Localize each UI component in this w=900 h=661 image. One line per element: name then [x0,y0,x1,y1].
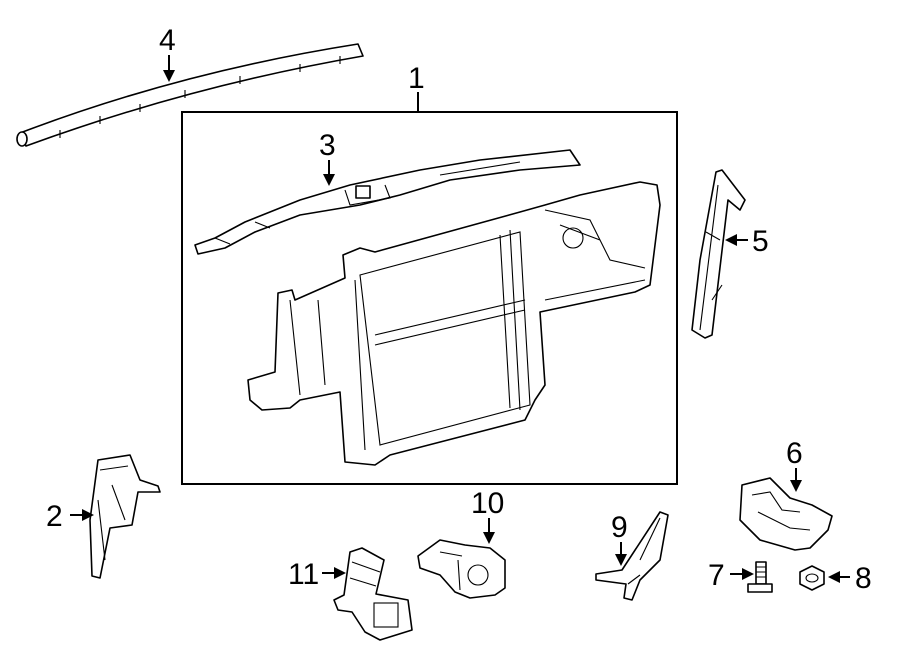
callout-4: 4 [159,24,176,57]
arrow-6 [790,480,802,492]
callout-3: 3 [319,129,336,162]
part-10-mount [417,539,506,599]
callout-8: 8 [855,562,872,595]
arrow-4 [163,70,175,82]
part-2-lower-bracket [89,454,161,579]
part-7-bolt [747,561,773,593]
callout-1: 1 [408,62,425,95]
arrow-2 [82,509,94,521]
part-6-shield-bracket [739,477,833,551]
callout-7: 7 [708,559,725,592]
callout-6: 6 [786,437,803,470]
leaders [70,55,850,583]
callout-2: 2 [46,500,63,533]
arrow-5 [725,234,737,246]
part-8-nut [799,565,825,591]
arrow-7 [742,568,754,580]
callout-9: 9 [611,511,628,544]
part-1-radiator-support [247,181,661,466]
callout-11: 11 [288,558,319,591]
part-4-seal-strip [16,43,364,147]
arrow-10 [483,532,495,544]
arrow-3 [323,174,335,186]
part-9-small-bracket [595,511,669,601]
assembly-frame [181,111,678,485]
arrow-11 [334,567,346,579]
part-11-sensor [333,547,413,641]
arrow-9 [615,554,627,566]
part-3-tie-bar [194,149,581,255]
callout-10: 10 [471,487,504,520]
part-5-side-bracket [691,169,746,339]
arrow-8 [828,571,840,583]
callout-5: 5 [752,225,769,258]
